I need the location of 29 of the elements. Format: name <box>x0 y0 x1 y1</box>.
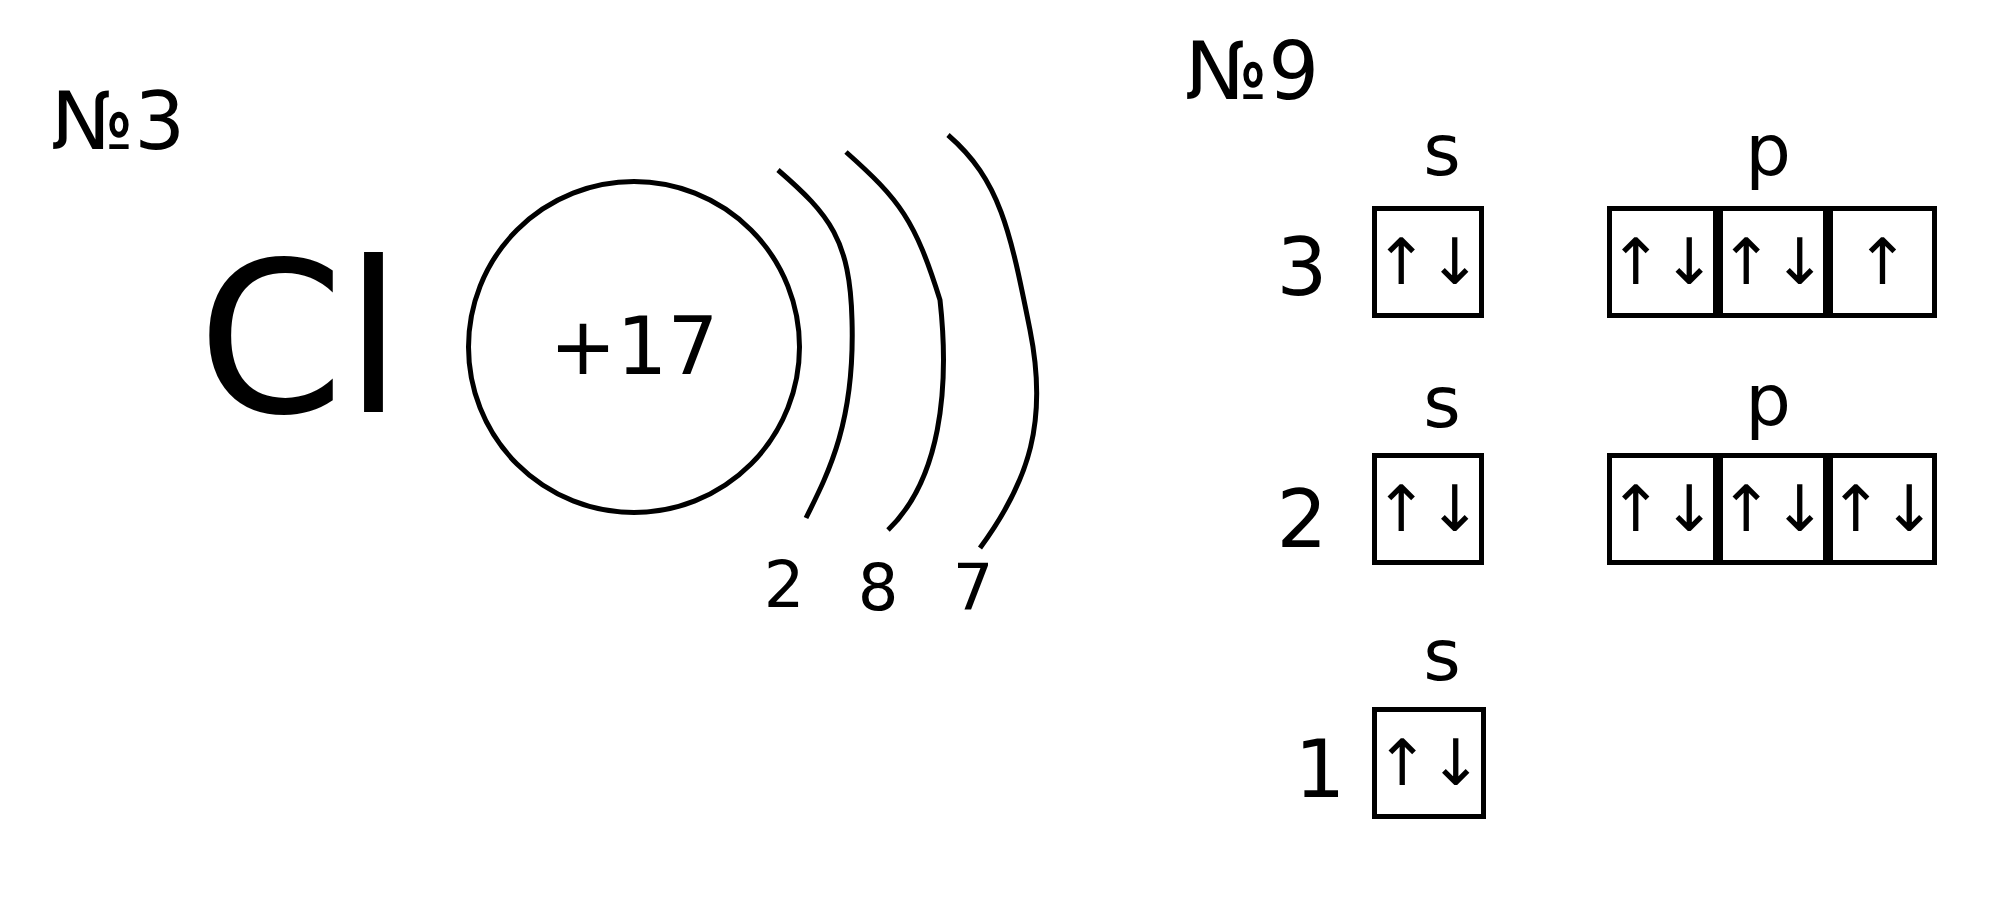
orbital-cell <box>1828 453 1937 565</box>
electron-count: 8 <box>857 556 899 620</box>
sublevel-letter: s <box>1423 366 1461 438</box>
electron-arrows: ↑↓ <box>1374 477 1482 541</box>
period-number: №9 <box>1184 32 1320 112</box>
electron-arrows: ↑↓ <box>1375 731 1483 795</box>
electron-arrows: ↑↓ <box>1719 230 1827 294</box>
element-symbol: Cl <box>197 235 403 445</box>
orbital-cell <box>1372 453 1484 565</box>
electron-arrows: ↑↓ <box>1719 477 1827 541</box>
electron-count: 7 <box>952 556 994 620</box>
energy-level-number: 2 <box>1276 480 1328 560</box>
sublevel-letter: s <box>1423 619 1461 691</box>
electron-arrows: ↑ <box>1855 230 1910 294</box>
orbital-cell <box>1607 206 1718 318</box>
electron-arrows: ↑↓ <box>1608 477 1717 541</box>
sublevel-letter: s <box>1423 114 1461 186</box>
group-number: №3 <box>50 82 186 162</box>
energy-level-number: 1 <box>1294 730 1346 810</box>
electron-arrows: ↑↓ <box>1608 230 1717 294</box>
orbital-cell <box>1828 206 1937 318</box>
electron-arrows: ↑↓ <box>1828 477 1937 541</box>
orbital-cell <box>1372 707 1486 819</box>
orbital-cell <box>1607 453 1718 565</box>
electron-arrows: ↑↓ <box>1374 230 1482 294</box>
electron-count: 2 <box>763 553 805 617</box>
energy-level-number: 3 <box>1276 228 1328 308</box>
nucleus-charge: +17 <box>549 307 719 387</box>
orbital-cell <box>1372 206 1484 318</box>
